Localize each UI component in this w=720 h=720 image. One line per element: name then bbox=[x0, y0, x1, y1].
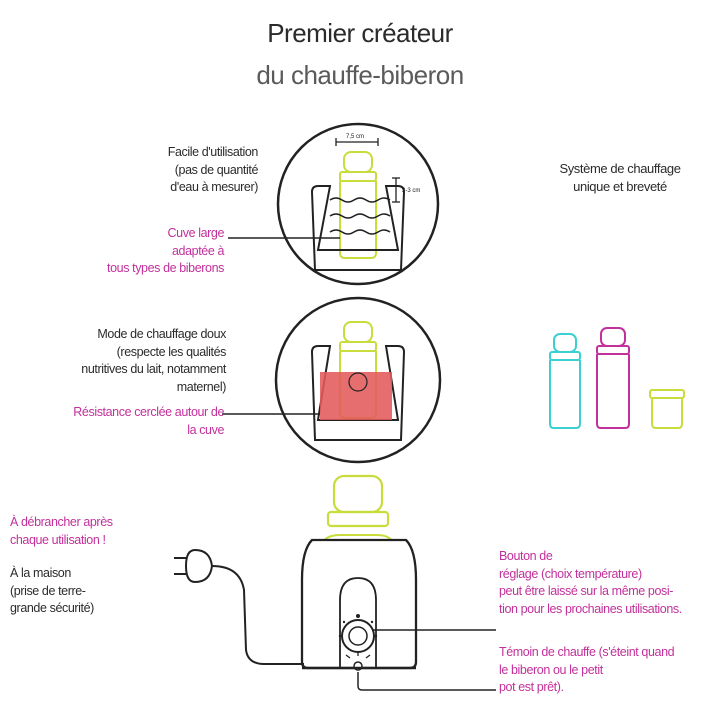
middle-tank bbox=[310, 345, 406, 441]
heating-resistance bbox=[320, 372, 392, 420]
ease-of-use-note: Facile d'utilisation (pas de quantité d'… bbox=[167, 145, 259, 194]
resistance-note: Résistance cerclée autour de la cuve bbox=[73, 405, 224, 437]
knob-note: Bouton de réglage (choix température) pe… bbox=[499, 549, 682, 616]
page-title: Premier créateur bbox=[267, 18, 453, 48]
top-bottle bbox=[339, 151, 377, 259]
gentle-heating-note: Mode de chauffage doux (respecte les qua… bbox=[81, 327, 226, 394]
unplug-warning: À débrancher après chaque utilisation ! bbox=[10, 515, 113, 547]
power-plug bbox=[174, 548, 304, 665]
magenta-bottle bbox=[596, 327, 630, 429]
wide-tank-note: Cuve large adaptée à tous types de biber… bbox=[107, 226, 224, 275]
width-dimension-label: 7,5 cm bbox=[346, 134, 364, 140]
lime-jar bbox=[649, 389, 685, 429]
system-bottles bbox=[549, 327, 685, 429]
indicator-light-note: Témoin de chauffe (s'éteint quand le bib… bbox=[499, 645, 675, 694]
device-bottle bbox=[326, 474, 390, 528]
bottle-warmer-device bbox=[300, 474, 418, 671]
top-circle-illustration bbox=[276, 122, 440, 286]
top-tank bbox=[310, 185, 406, 271]
depth-dimension-label: 2-3 cm bbox=[402, 188, 420, 194]
page-subtitle: du chauffe-biberon bbox=[256, 60, 464, 90]
cyan-bottle bbox=[549, 333, 581, 429]
home-safety-note: À la maison (prise de terre- grande sécu… bbox=[10, 566, 94, 615]
heating-system-label: Système de chauffage unique et breveté bbox=[559, 161, 681, 194]
middle-circle-illustration bbox=[274, 296, 442, 464]
